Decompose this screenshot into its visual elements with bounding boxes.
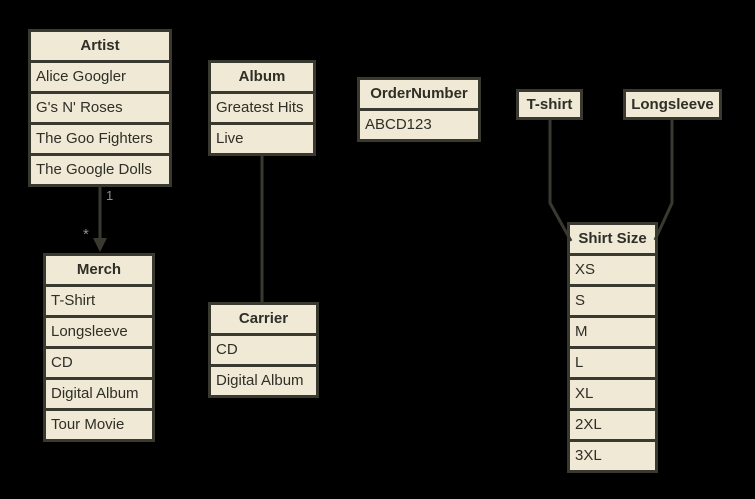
table-cell: Greatest Hits [211,94,313,122]
table-cell: G's N' Roses [31,94,169,122]
table-title: OrderNumber [360,80,478,108]
table-cell: L [570,349,655,377]
table-cell: Live [211,125,313,153]
table-cell: XL [570,380,655,408]
table-title: Merch [46,256,152,284]
table-cell: M [570,318,655,346]
table-title: Shirt Size [570,225,655,253]
table-cell: Tour Movie [46,411,152,439]
table-cell: ABCD123 [360,111,478,139]
table-title: Artist [31,32,169,60]
table-cell: Longsleeve [46,318,152,346]
table-cell: 2XL [570,411,655,439]
table-cell: The Goo Fighters [31,125,169,153]
table-cell: S [570,287,655,315]
table-cell: Digital Album [211,367,316,395]
table-cell: CD [46,349,152,377]
arrowhead-icon [93,238,107,252]
table-cell: The Google Dolls [31,156,169,184]
table-cell: Alice Googler [31,63,169,91]
edge-label-one: 1 [106,188,114,203]
table-cell: 3XL [570,442,655,470]
table-title: Carrier [211,305,316,333]
table-cell: T-Shirt [46,287,152,315]
entity-table-longsleeve: Longsleeve [623,89,722,120]
table-title: Album [211,63,313,91]
edge-label-many: * [83,226,89,243]
table-cell: Digital Album [46,380,152,408]
table-title: Longsleeve [626,92,719,117]
table-cell: XS [570,256,655,284]
entity-table-tshirt: T-shirt [516,89,583,120]
table-title: T-shirt [519,92,580,117]
table-cell: CD [211,336,316,364]
